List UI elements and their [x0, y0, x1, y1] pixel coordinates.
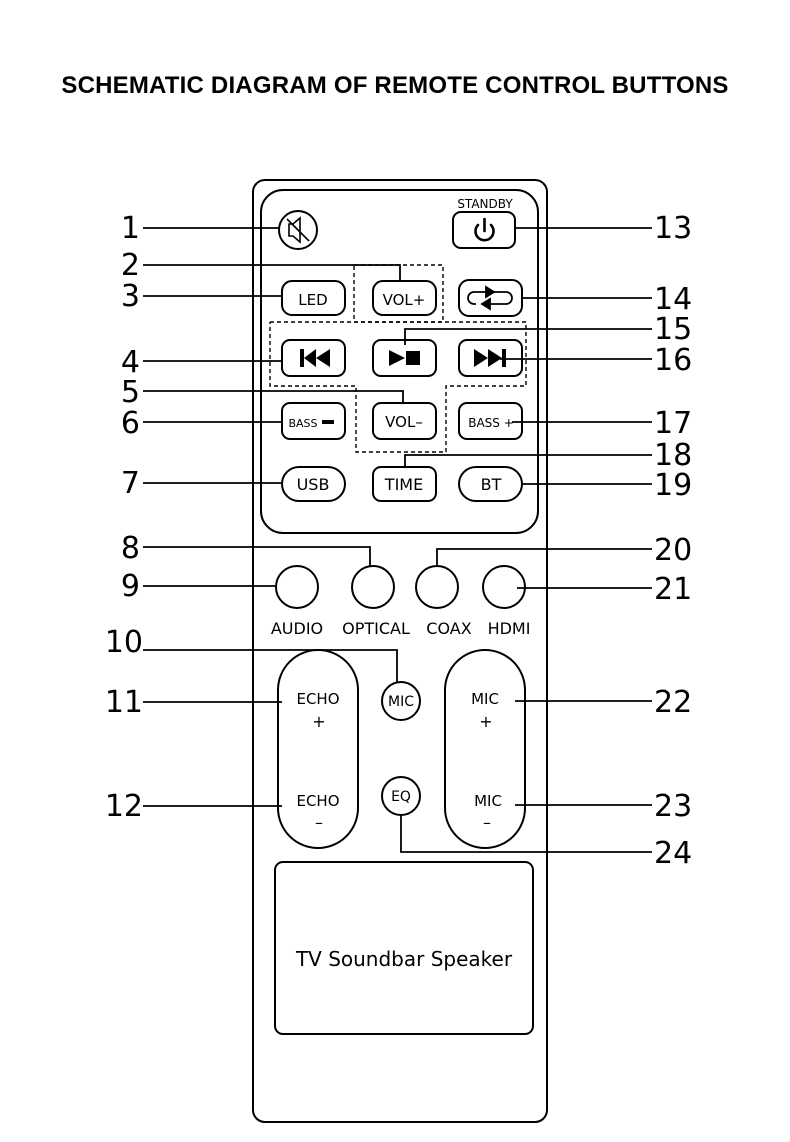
led-label: LED	[298, 291, 327, 309]
bass-plus-label: BASS +	[468, 416, 514, 430]
callout-7: 7	[121, 466, 140, 501]
previous-track-icon	[300, 349, 330, 367]
leader-20	[436, 548, 652, 566]
display-window	[274, 861, 534, 1035]
callout-22: 22	[654, 685, 692, 720]
callout-16: 16	[654, 343, 692, 378]
dashed-group-track	[269, 321, 527, 453]
optical-label: OPTICAL	[342, 619, 410, 638]
standby-button[interactable]	[452, 211, 516, 249]
callout-20: 20	[654, 533, 692, 568]
display-label: TV Soundbar Speaker	[295, 947, 513, 971]
remote-body	[252, 179, 548, 1123]
mic-plus-label: MIC	[471, 690, 499, 708]
bass-minus-button[interactable]	[281, 402, 346, 440]
callout-8: 8	[121, 531, 140, 566]
mic-minus-label: MIC	[474, 792, 502, 810]
repeat-icon	[467, 285, 513, 311]
usb-label: USB	[297, 475, 330, 494]
usb-button[interactable]	[281, 466, 346, 502]
mic-plus-sign: +	[479, 712, 492, 731]
bass-plus-button[interactable]	[458, 402, 523, 440]
leader-8	[143, 546, 371, 566]
vol-minus-button[interactable]	[372, 402, 437, 440]
callout-3: 3	[121, 279, 140, 314]
previous-button[interactable]	[281, 339, 346, 377]
echo-minus-label: ECHO	[296, 792, 339, 810]
audio-button[interactable]	[275, 565, 319, 609]
callout-9: 9	[121, 569, 140, 604]
vol-plus-button[interactable]	[372, 280, 437, 316]
next-button[interactable]	[458, 339, 523, 377]
echo-plus-sign: +	[312, 712, 325, 731]
next-track-icon	[474, 349, 506, 367]
hdmi-label: HDMI	[488, 619, 531, 638]
mic-minus-sign: –	[483, 813, 491, 832]
mic-button-label: MIC	[388, 694, 414, 710]
echo-plus-label: ECHO	[296, 690, 339, 708]
standby-label: STANDBY	[457, 197, 513, 211]
leader-5	[143, 390, 404, 403]
callout-19: 19	[654, 468, 692, 503]
callout-1: 1	[121, 211, 140, 246]
callout-23: 23	[654, 789, 692, 824]
callout-12: 12	[105, 789, 143, 824]
callout-6: 6	[121, 406, 140, 441]
callout-10: 10	[105, 625, 143, 660]
leader-2	[143, 264, 401, 281]
audio-label: AUDIO	[271, 619, 323, 638]
leader-15	[404, 328, 652, 345]
bass-minus-dash	[322, 420, 334, 424]
callout-11: 11	[105, 685, 143, 720]
vol-plus-label: VOL+	[383, 291, 426, 309]
mic-button[interactable]	[381, 681, 421, 721]
callout-14: 14	[654, 282, 692, 317]
leader-10	[143, 649, 398, 682]
mute-icon	[286, 216, 310, 244]
time-label: TIME	[384, 475, 423, 494]
coax-button[interactable]	[415, 565, 459, 609]
echo-minus-sign: –	[315, 813, 323, 832]
leader-18	[404, 454, 652, 467]
eq-button-label: EQ	[391, 789, 411, 805]
callout-2: 2	[121, 248, 140, 283]
power-icon	[474, 217, 495, 242]
vol-minus-label: VOL–	[385, 413, 423, 431]
callout-5: 5	[121, 375, 140, 410]
dashed-group-vol	[353, 264, 444, 323]
callout-15: 15	[654, 312, 692, 347]
diagram-title: SCHEMATIC DIAGRAM OF REMOTE CONTROL BUTT…	[61, 72, 729, 99]
play-stop-icon	[389, 350, 420, 366]
leader-24	[400, 815, 652, 853]
led-button[interactable]	[281, 280, 346, 316]
mic-rocker[interactable]	[444, 649, 526, 849]
bass-minus-label: BASS	[288, 417, 317, 430]
mute-button[interactable]	[278, 210, 318, 250]
callout-13: 13	[654, 211, 692, 246]
bt-label: BT	[481, 475, 502, 494]
coax-label: COAX	[426, 619, 471, 638]
callout-21: 21	[654, 572, 692, 607]
optical-button[interactable]	[351, 565, 395, 609]
callout-4: 4	[121, 345, 140, 380]
callout-17: 17	[654, 406, 692, 441]
callout-24: 24	[654, 836, 692, 871]
hdmi-button[interactable]	[482, 565, 526, 609]
callout-18: 18	[654, 438, 692, 473]
